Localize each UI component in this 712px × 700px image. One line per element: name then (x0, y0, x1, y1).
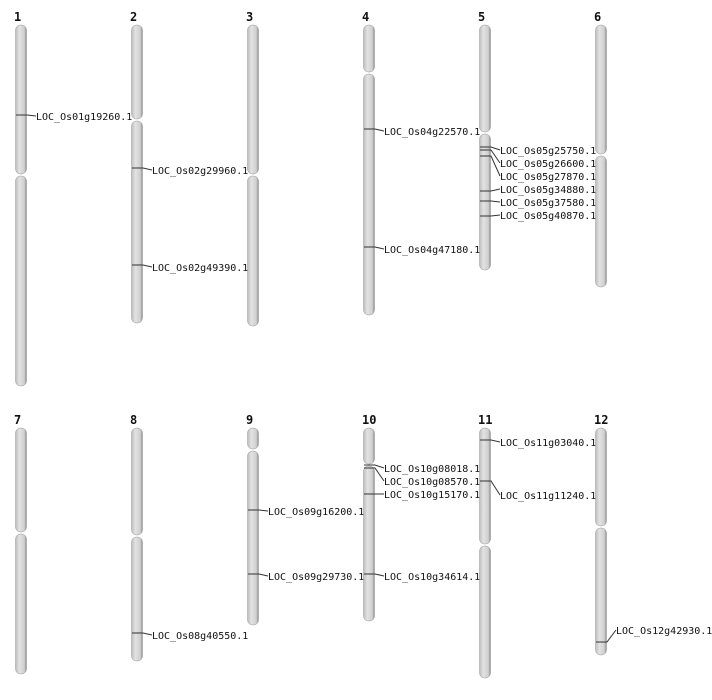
gene-marker (480, 439, 501, 443)
gene-marker (16, 114, 37, 117)
gene-label: LOC_Os05g34880.1 (500, 185, 596, 196)
gene-label: LOC_Os01g19260.1 (36, 112, 132, 123)
chromosome-arm-long (131, 536, 143, 662)
gene-marker (364, 573, 385, 577)
gene-label: LOC_Os05g40870.1 (500, 211, 596, 222)
chromosome-10: 10LOC_Os10g08018.1LOC_Os10g08570.1LOC_Os… (362, 413, 480, 622)
chromosome-6: 6 (594, 10, 607, 288)
gene-label: LOC_Os12g42930.1 (616, 626, 712, 637)
gene-label: LOC_Os05g27870.1 (500, 172, 596, 183)
gene-label: LOC_Os10g34614.1 (384, 572, 480, 583)
chromosome-arm-short (15, 24, 27, 175)
chromosome-number: 4 (362, 10, 369, 24)
chromosome-number: 3 (246, 10, 253, 24)
chromosome-arm-short (247, 24, 259, 175)
chromosome-arm-long (363, 73, 375, 316)
gene-marker (248, 573, 269, 577)
gene-label: LOC_Os04g22570.1 (384, 127, 480, 138)
gene-marker (480, 214, 501, 217)
chromosome-number: 5 (478, 10, 485, 24)
gene-label: LOC_Os09g29730.1 (268, 572, 364, 583)
gene-marker (480, 480, 501, 496)
chromosome-number: 11 (478, 413, 492, 427)
chromosome-arm-short (363, 427, 375, 465)
chromosome-arm-long (363, 465, 375, 622)
gene-label: LOC_Os10g08570.1 (384, 477, 480, 488)
chromosome-arm-long (479, 545, 491, 679)
chromosome-5: 5LOC_Os05g25750.1LOC_Os05g26600.1LOC_Os0… (478, 10, 596, 271)
chromosome-number: 2 (130, 10, 137, 24)
gene-label: LOC_Os11g11240.1 (500, 491, 596, 502)
chromosome-number: 9 (246, 413, 253, 427)
chromosome-arm-short (131, 427, 143, 536)
gene-marker (480, 188, 501, 192)
chromosome-arm-short (15, 427, 27, 533)
chromosome-arm-long (479, 133, 491, 271)
chromosome-number: 10 (362, 413, 376, 427)
gene-marker (132, 632, 153, 636)
chromosome-number: 7 (14, 413, 21, 427)
chromosome-arm-long (595, 527, 607, 656)
gene-marker (364, 128, 385, 132)
gene-label: LOC_Os02g29960.1 (152, 166, 248, 177)
gene-label: LOC_Os09g16200.1 (268, 507, 364, 518)
chromosome-arm-long (595, 155, 607, 288)
gene-marker (364, 464, 385, 469)
chromosome-number: 1 (14, 10, 21, 24)
chromosome-3: 3 (246, 10, 259, 327)
gene-label: LOC_Os05g26600.1 (500, 159, 596, 170)
chromosome-arm-short (595, 427, 607, 527)
gene-label: LOC_Os05g25750.1 (500, 146, 596, 157)
gene-label: LOC_Os10g08018.1 (384, 464, 480, 475)
chromosome-arm-short (363, 24, 375, 73)
gene-marker (480, 149, 501, 164)
gene-label: LOC_Os02g49390.1 (152, 263, 248, 274)
chromosome-arm-long (15, 533, 27, 675)
chromosome-arm-short (479, 24, 491, 133)
chromosome-arm-short (595, 24, 607, 155)
gene-marker (480, 155, 501, 177)
gene-label: LOC_Os10g15170.1 (384, 490, 480, 501)
gene-label: LOC_Os04g47180.1 (384, 245, 480, 256)
gene-marker (364, 467, 385, 482)
chromosome-number: 6 (594, 10, 601, 24)
chromosome-arm-short (479, 427, 491, 545)
chromosome-arm-long (15, 175, 27, 387)
gene-marker (248, 509, 269, 512)
gene-marker (132, 264, 153, 268)
chromosome-arm-short (247, 427, 259, 450)
gene-marker (596, 629, 617, 643)
chromosome-7: 7 (14, 413, 27, 675)
gene-label: LOC_Os11g03040.1 (500, 438, 596, 449)
gene-marker (132, 167, 153, 171)
chromosome-arm-long (131, 120, 143, 324)
gene-label: LOC_Os08g40550.1 (152, 631, 248, 642)
gene-marker (480, 146, 501, 151)
gene-label: LOC_Os05g37580.1 (500, 198, 596, 209)
gene-marker (480, 200, 501, 203)
chromosome-number: 8 (130, 413, 137, 427)
chromosome-arm-long (247, 175, 259, 327)
chromosome-arm-long (247, 450, 259, 626)
chromosome-number: 12 (594, 413, 608, 427)
gene-marker (364, 246, 385, 250)
chromosome-arm-short (131, 24, 143, 120)
